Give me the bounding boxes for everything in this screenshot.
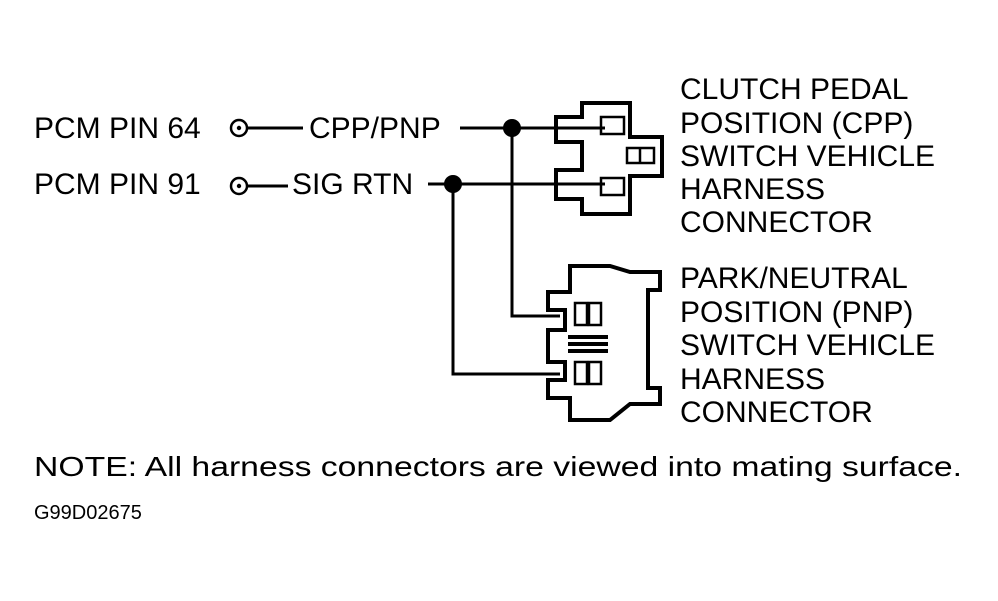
pnp-label-line-4: HARNESS [680, 363, 825, 396]
cpp-pnp-wire [460, 119, 605, 318]
cpp-label-line-4: HARNESS [680, 173, 825, 206]
diagram-note: NOTE: All harness connectors are viewed … [34, 451, 962, 482]
pin-64-terminal-icon [229, 118, 249, 138]
cpp-label-line-1: CLUTCH PEDAL [680, 73, 908, 106]
cpp-label-line-2: POSITION (CPP) [680, 107, 913, 140]
sig-rtn-circuit-label: SIG RTN [292, 168, 413, 201]
pnp-label-line-3: SWITCH VEHICLE [680, 329, 935, 362]
sig-rtn-wire [428, 175, 605, 376]
pnp-label-line-2: POSITION (PNP) [680, 296, 913, 329]
pcm-pin-91-label: PCM PIN 91 [34, 168, 201, 201]
pnp-label-line-1: PARK/NEUTRAL [680, 262, 908, 295]
pnp-connector-label: PARK/NEUTRAL POSITION (PNP) SWITCH VEHIC… [680, 262, 935, 429]
figure-id: G99D02675 [34, 502, 142, 524]
cpp-connector-label: CLUTCH PEDAL POSITION (CPP) SWITCH VEHIC… [680, 73, 935, 239]
cpp-pnp-splice-dot [503, 119, 521, 137]
pnp-connector-icon [546, 264, 662, 422]
pnp-label-line-5: CONNECTOR [680, 396, 873, 429]
sig-rtn-splice-dot [444, 175, 462, 193]
cpp-pnp-circuit-label: CPP/PNP [309, 112, 441, 145]
pcm-pin-64-label: PCM PIN 64 [34, 112, 201, 145]
cpp-label-line-3: SWITCH VEHICLE [680, 140, 935, 173]
cpp-connector-icon [554, 101, 664, 216]
pin-91-terminal-icon [229, 176, 249, 196]
cpp-label-line-5: CONNECTOR [680, 206, 873, 239]
